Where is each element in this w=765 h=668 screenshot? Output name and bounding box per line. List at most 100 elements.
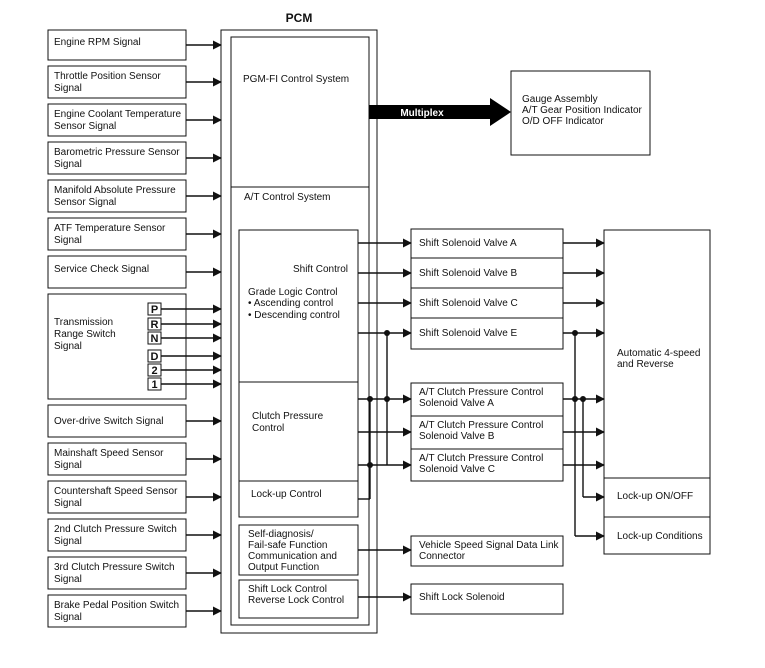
input-label: Signal: [54, 460, 82, 471]
shift-lock-label: Shift Lock Control: [248, 584, 327, 595]
input-label: Signal: [54, 536, 82, 547]
pressure-solenoid-label: A/T Clutch Pressure Control: [419, 453, 543, 464]
input-box-barometric: Barometric Pressure Sensor Signal: [47, 141, 187, 175]
input-label: Transmission: [54, 317, 113, 328]
lockup-conditions-label: Lock-up Conditions: [617, 531, 703, 542]
svg-text:1: 1: [151, 379, 157, 391]
solenoid-label: Shift Solenoid Valve C: [419, 298, 518, 309]
gear-letter-d: D: [147, 349, 162, 363]
lockup-conditions-box: Lock-up Conditions: [603, 516, 711, 555]
junction-dot: [384, 330, 390, 336]
input-label: Throttle Position Sensor: [54, 71, 161, 82]
input-label: ATF Temperature Sensor: [54, 223, 166, 234]
clutch-pressure-block: Clutch Pressure Control: [238, 381, 359, 482]
transmission-wiring: [563, 238, 605, 541]
input-box-service-check: Service Check Signal: [47, 255, 187, 289]
automatic-transmission-box: Automatic 4-speed and Reverse: [603, 229, 711, 479]
junction-dot: [580, 396, 586, 402]
input-box-manifold-pressure: Manifold Absolute Pressure Sensor Signal: [47, 179, 187, 213]
shift-solenoid-c-box: Shift Solenoid Valve C: [410, 287, 564, 319]
input-label: Mainshaft Speed Sensor: [54, 448, 164, 459]
input-box-3rd-clutch-pressure: 3rd Clutch Pressure Switch Signal: [47, 556, 187, 590]
pressure-solenoid-label: A/T Clutch Pressure Control: [419, 420, 543, 431]
gear-letter-2: 2: [147, 363, 162, 377]
input-box-2nd-clutch-pressure: 2nd Clutch Pressure Switch Signal: [47, 518, 187, 552]
clutch-pressure-label: Control: [252, 423, 284, 434]
svg-text:D: D: [151, 351, 159, 363]
input-label: Signal: [54, 159, 82, 170]
gauge-assembly-box: Gauge Assembly A/T Gear Position Indicat…: [510, 70, 651, 156]
shift-lock-solenoid-label: Shift Lock Solenoid: [419, 592, 505, 603]
shift-control-title: Shift Control: [293, 264, 348, 275]
vehicle-speed-connector-box: Vehicle Speed Signal Data Link Connector: [410, 535, 564, 567]
self-diag-label: Self-diagnosis/: [248, 529, 314, 540]
shift-solenoid-a-box: Shift Solenoid Valve A: [410, 228, 564, 259]
output-wiring: [358, 238, 412, 602]
self-diag-label: Fail-safe Function: [248, 540, 327, 551]
solenoid-label: Shift Solenoid Valve E: [419, 328, 518, 339]
input-box-engine-coolant: Engine Coolant Temperature Sensor Signal: [47, 103, 187, 137]
input-box-brake-pedal: Brake Pedal Position Switch Signal: [47, 594, 187, 628]
grade-logic-label: Grade Logic Control: [248, 287, 338, 298]
input-label: Range Switch: [54, 329, 116, 340]
svg-text:2: 2: [151, 365, 157, 377]
input-label: Countershaft Speed Sensor: [54, 486, 178, 497]
descending-control-label: • Descending control: [248, 310, 340, 321]
multiplex-arrow: [369, 98, 511, 126]
gear-letter-p: P: [147, 302, 162, 316]
pressure-solenoid-c-box: A/T Clutch Pressure Control Solenoid Val…: [410, 448, 564, 482]
junction-dot: [367, 396, 373, 402]
solenoid-label: Shift Solenoid Valve A: [419, 238, 517, 249]
input-label: Brake Pedal Position Switch: [54, 600, 179, 611]
svg-text:R: R: [151, 319, 159, 331]
input-label: 2nd Clutch Pressure Switch: [54, 524, 177, 535]
multiplex-label: Multiplex: [400, 108, 444, 119]
pressure-solenoid-label: Solenoid Valve B: [419, 431, 495, 442]
input-label: Barometric Pressure Sensor: [54, 147, 180, 158]
input-label: Signal: [54, 612, 82, 623]
junction-dot: [572, 396, 578, 402]
gear-letter-n: N: [147, 331, 162, 345]
solenoid-label: Shift Solenoid Valve B: [419, 268, 518, 279]
svg-text:N: N: [151, 333, 159, 345]
input-label: Signal: [54, 574, 82, 585]
self-diagnosis-block: Self-diagnosis/ Fail-safe Function Commu…: [238, 524, 359, 576]
self-diag-label: Output Function: [248, 562, 319, 573]
svg-text:P: P: [151, 304, 158, 316]
shift-lock-control-block: Shift Lock Control Reverse Lock Control: [238, 579, 359, 619]
input-label: Engine Coolant Temperature: [54, 109, 182, 120]
gear-letter-r: R: [147, 317, 162, 331]
input-label: Signal: [54, 235, 82, 246]
input-label: 3rd Clutch Pressure Switch: [54, 562, 175, 573]
input-label: Signal: [54, 341, 82, 352]
input-box-engine-rpm: Engine RPM Signal: [47, 29, 187, 61]
transmission-label: Automatic 4-speed: [617, 348, 700, 359]
shift-solenoid-b-box: Shift Solenoid Valve B: [410, 257, 564, 289]
lockup-control-block: Lock-up Control: [238, 480, 359, 518]
pressure-solenoid-a-box: A/T Clutch Pressure Control Solenoid Val…: [410, 382, 564, 417]
pressure-solenoid-label: A/T Clutch Pressure Control: [419, 387, 543, 398]
gauge-label: O/D OFF Indicator: [522, 116, 604, 127]
input-label: Signal: [54, 498, 82, 509]
input-label: Service Check Signal: [54, 264, 149, 275]
gauge-label: A/T Gear Position Indicator: [522, 105, 643, 116]
input-label: Engine RPM Signal: [54, 37, 141, 48]
ascending-control-label: • Ascending control: [248, 298, 333, 309]
input-box-countershaft-speed: Countershaft Speed Sensor Signal: [47, 480, 187, 514]
input-box-overdrive-switch: Over-drive Switch Signal: [47, 404, 187, 438]
vss-label: Vehicle Speed Signal Data Link: [419, 540, 560, 551]
shift-lock-solenoid-box: Shift Lock Solenoid: [410, 583, 564, 615]
input-box-atf-temperature: ATF Temperature Sensor Signal: [47, 217, 187, 251]
pressure-solenoid-label: Solenoid Valve A: [419, 398, 494, 409]
junction-dot: [384, 396, 390, 402]
pressure-solenoid-b-box: A/T Clutch Pressure Control Solenoid Val…: [410, 415, 564, 450]
input-box-throttle-position: Throttle Position Sensor Signal: [47, 65, 187, 99]
pcm-title: PCM: [286, 11, 313, 25]
pressure-solenoid-label: Solenoid Valve C: [419, 464, 495, 475]
lockup-onoff-box: Lock-up ON/OFF: [603, 477, 711, 518]
input-label: Over-drive Switch Signal: [54, 416, 163, 427]
input-box-mainshaft-speed: Mainshaft Speed Sensor Signal: [47, 442, 187, 476]
input-label: Sensor Signal: [54, 121, 116, 132]
lockup-control-label: Lock-up Control: [251, 489, 322, 500]
